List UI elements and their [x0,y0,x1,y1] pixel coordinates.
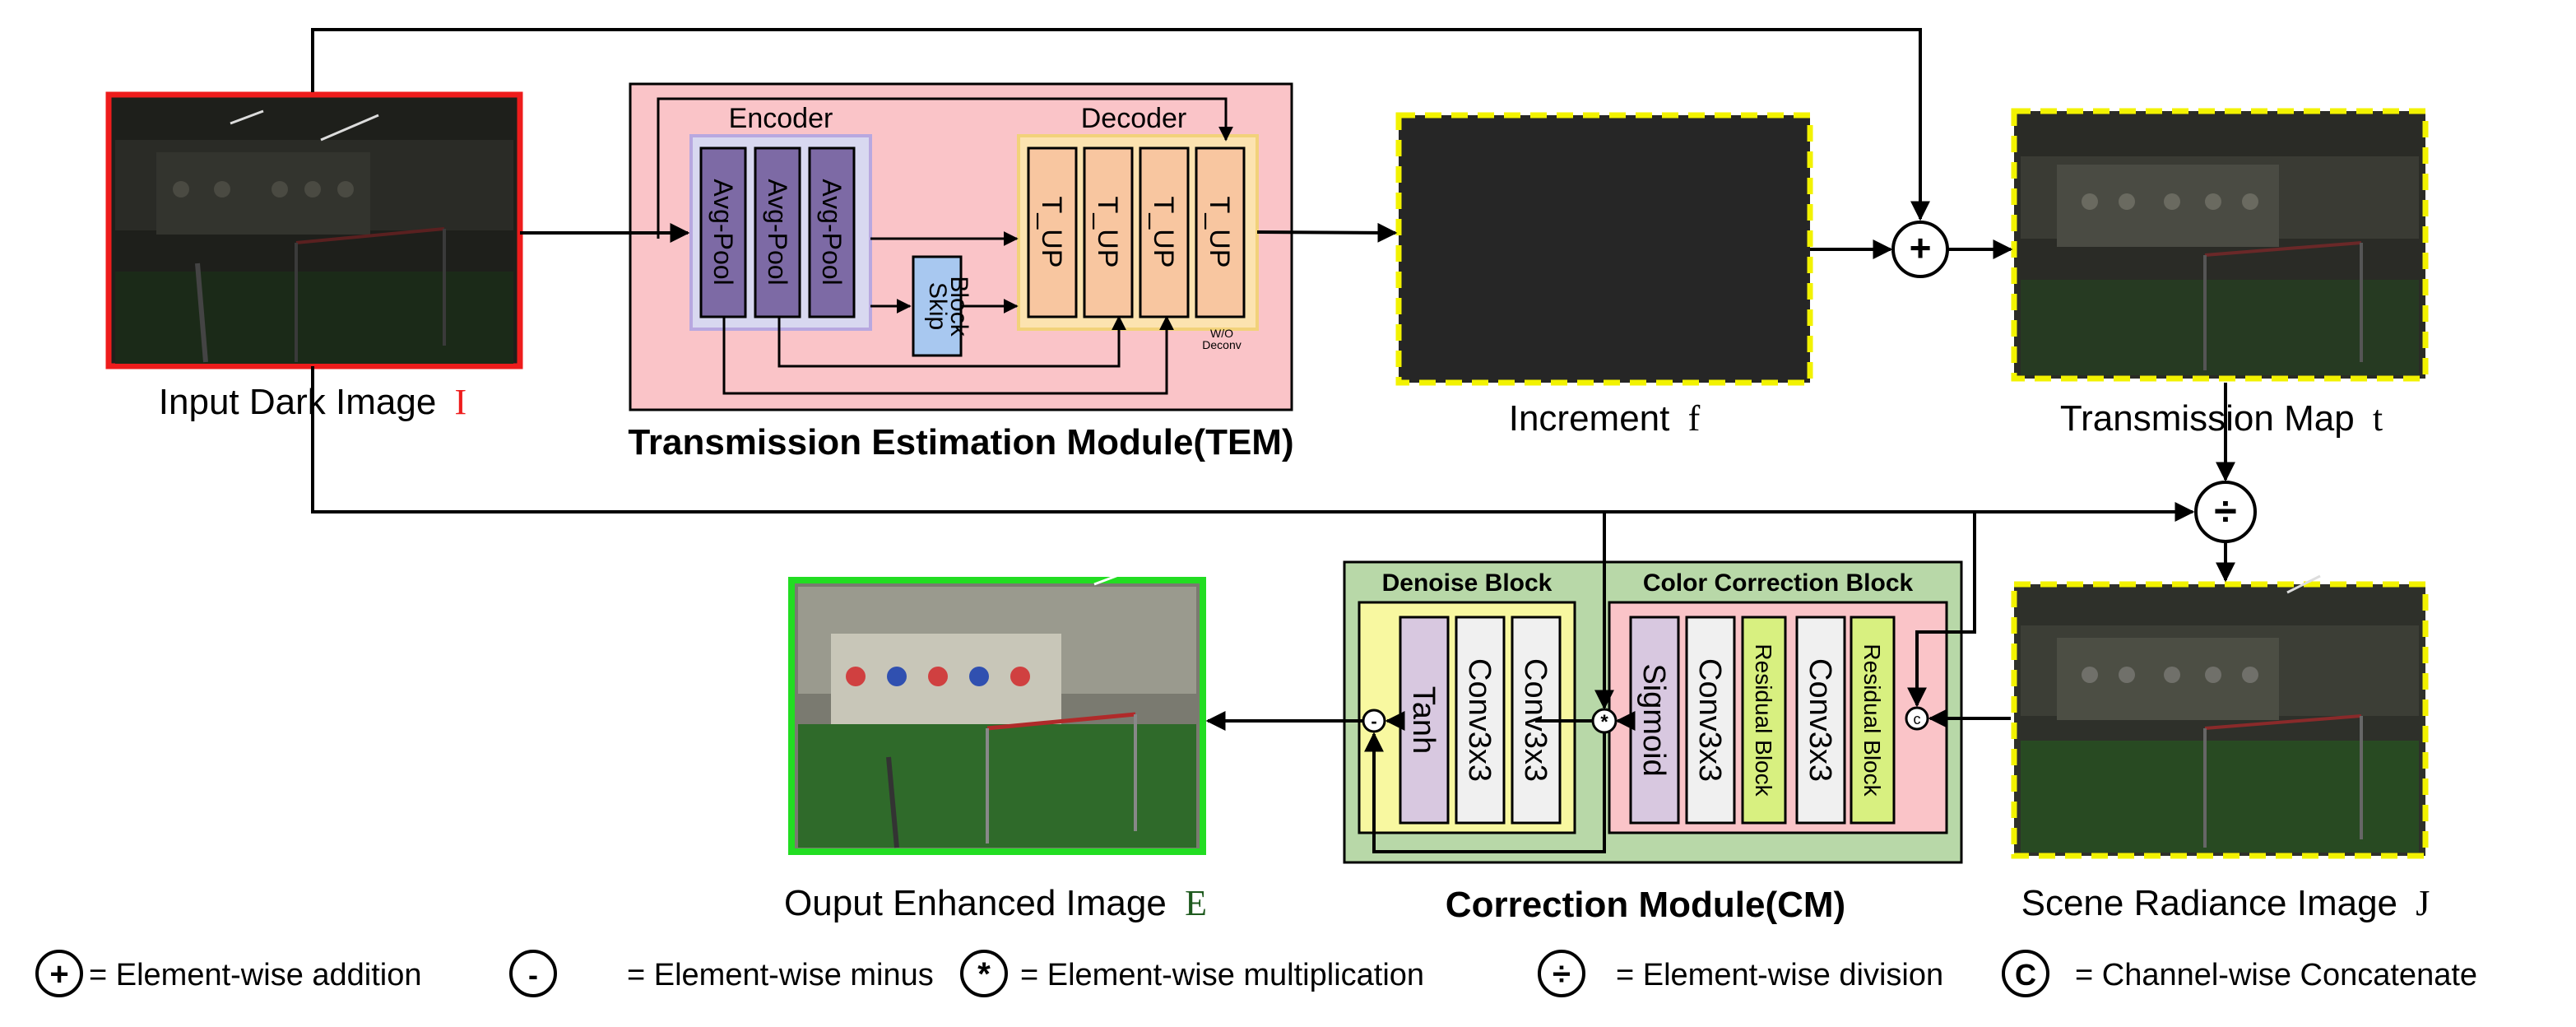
minus-operator: - [1362,709,1386,733]
legend-text-1: = Element-wise addition [89,958,422,992]
svg-text:-: - [1371,711,1376,732]
svg-text:÷: ÷ [1553,956,1571,992]
tup-block-3: T_UP [1139,146,1190,318]
color-correction-label: Color Correction Block [1643,569,1914,597]
avgpool-label-2: Avg-Pool [763,179,792,285]
svg-text:*: * [977,956,991,992]
tup-label-3: T_UP [1148,197,1179,268]
legend-item-2: - = Element-wise minus [509,950,934,997]
legend-text-5: = Channel-wise Concatenate [2075,958,2477,992]
legend-symbol-3 [960,950,1008,997]
tem-title: Transmission Estimation Module(TEM) [628,422,1293,462]
color-label-1: Sigmoid [1636,663,1671,776]
svg-text:-: - [528,958,538,992]
denoise-label-1: Tanh [1406,686,1441,754]
legend-symbol-2 [509,950,557,997]
transmission-label: Transmission Map t [2060,398,2383,439]
legend-text-4: = Element-wise division [1616,958,1943,992]
color-label-3: Residual Block [1751,644,1776,797]
scene-radiance-image [2011,574,2429,859]
encoder-label: Encoder [729,103,833,134]
svg-text:+: + [49,956,68,992]
multiply-operator: * [1591,708,1618,734]
skip-block-label-1: Skip [924,282,951,330]
legend-symbol-5 [2002,950,2049,997]
color-block-2: Conv3x3 [1685,616,1736,825]
tup-label-4: T_UP [1204,197,1235,268]
avgpool-block-3: Avg-Pool [808,146,856,318]
denoise-block-1: Tanh [1399,616,1450,825]
input-label: Input Dark Image I [159,382,466,422]
tup-block-1: T_UP [1027,146,1078,318]
legend-text-3: = Element-wise multiplication [1020,958,1424,992]
color-label-5: Residual Block [1859,644,1885,797]
radiance-label: Scene Radiance Image J [2021,883,2430,923]
legend-item-1: + = Element-wise addition [35,950,422,997]
color-block-4: Conv3x3 [1795,616,1846,825]
legend: + = Element-wise addition - = Element-wise … [35,950,2477,997]
increment-image [1395,112,1813,386]
color-block-5: Residual Block [1850,616,1896,825]
avgpool-label-1: Avg-Pool [708,179,738,285]
avgpool-block-1: Avg-Pool [699,146,747,318]
legend-text-2: = Element-wise minus [627,958,934,992]
svg-text:+: + [1910,226,1932,269]
tup-label-1: T_UP [1036,197,1067,268]
tup-label-2: T_UP [1092,197,1123,268]
skip-block [912,255,963,357]
increment-label: Increment f [1509,398,1701,439]
connections [311,28,2235,853]
divide-operator: ÷ [2194,481,2257,543]
cm-module: Denoise Block Tanh Conv3x3 Conv3x3 Color C… [1343,560,1963,864]
svg-text:c: c [1914,711,1921,727]
cm-title: Correction Module(CM) [1446,885,1845,925]
legend-item-5: C = Channel-wise Concatenate [2002,950,2477,997]
color-label-2: Conv3x3 [1692,658,1727,782]
output-enhanced-image [788,570,1206,855]
denoise-label: Denoise Block [1382,569,1553,597]
tup-block-2: T_UP [1083,146,1134,318]
denoise-label-2: Conv3x3 [1462,658,1497,782]
concat-operator: c [1905,706,1929,731]
deconv-label: Deconv [1202,338,1241,351]
color-label-4: Conv3x3 [1803,658,1837,782]
legend-symbol-1 [35,950,83,997]
transmission-map-image [2011,108,2429,382]
tup-block-4: T_UP [1195,146,1246,318]
input-dark-image [105,91,523,369]
svg-text:C: C [2015,958,2036,992]
svg-text:*: * [1600,711,1608,733]
avgpool-block-2: Avg-Pool [754,146,801,318]
color-block-1: Sigmoid [1629,616,1680,825]
avgpool-label-3: Avg-Pool [817,179,847,285]
denoise-block-2: Conv3x3 [1455,616,1506,825]
legend-item-4: ÷ = Element-wise division [1538,950,1943,997]
wo-label: W/O [1210,327,1233,340]
decoder-label: Decoder [1081,103,1187,134]
plus-operator: + [1891,221,1949,278]
legend-symbol-4 [1538,950,1585,997]
color-block-3: Residual Block [1741,616,1787,825]
legend-item-3: * = Element-wise multiplication [960,950,1424,997]
svg-text:÷: ÷ [2214,488,2236,534]
output-label: Ouput Enhanced Image E [784,883,1207,923]
